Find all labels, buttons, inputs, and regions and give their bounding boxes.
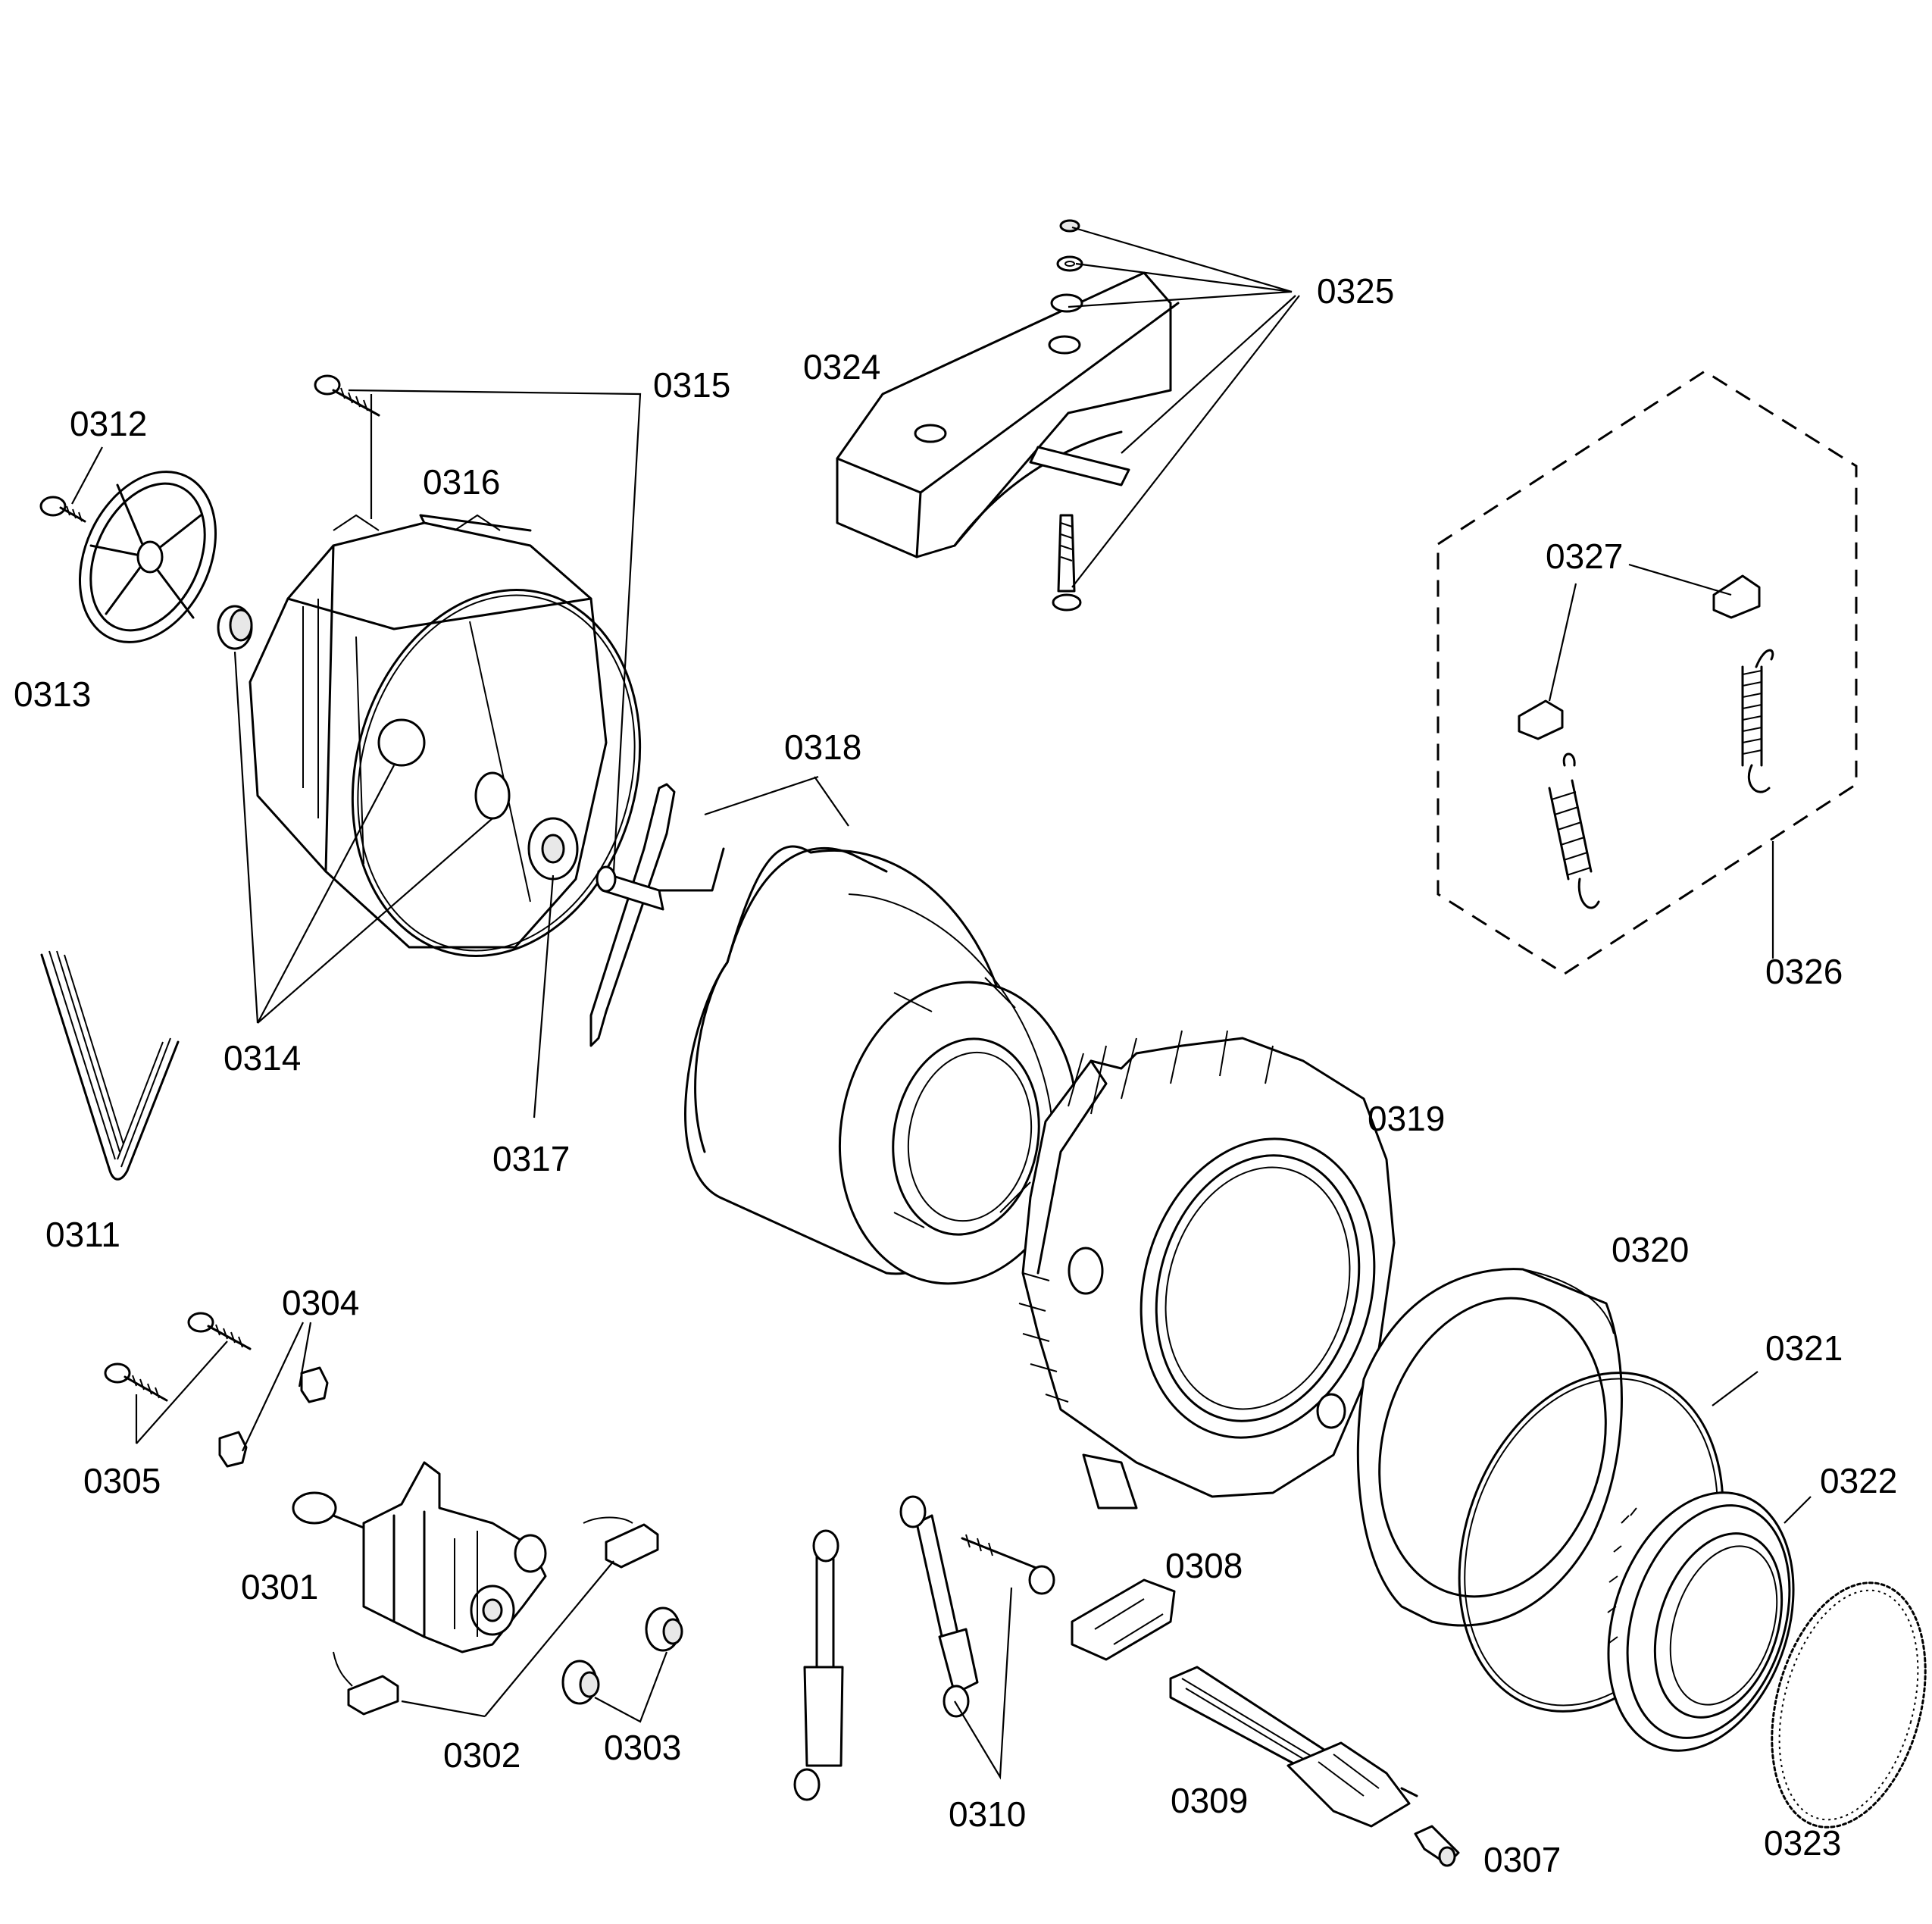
part-0324-counterweight — [836, 271, 1180, 558]
label-0323: 0323 — [1764, 1823, 1841, 1863]
label-0304: 0304 — [282, 1283, 359, 1322]
part-0305-screws — [104, 1312, 252, 1402]
part-0302-carbon-brushes — [333, 1516, 659, 1716]
label-0315: 0315 — [653, 365, 730, 405]
part-0309-heater — [1169, 1666, 1418, 1828]
part-0320-front-ring — [1356, 1268, 1623, 1627]
label-0302: 0302 — [443, 1735, 521, 1775]
part-0307-sensor — [1414, 1825, 1460, 1867]
label-0326: 0326 — [1765, 952, 1843, 991]
label-0314: 0314 — [224, 1038, 301, 1078]
label-0310: 0310 — [949, 1794, 1026, 1834]
label-0309: 0309 — [1171, 1781, 1248, 1820]
part-0301-motor — [292, 1461, 547, 1653]
part-0322-door-bellow — [1607, 1491, 1795, 1752]
part-0326-spring-kit — [1436, 370, 1858, 975]
part-0308-bracket — [1071, 1578, 1176, 1661]
label-0303: 0303 — [604, 1728, 681, 1767]
label-0324: 0324 — [803, 347, 880, 386]
label-0319: 0319 — [1368, 1099, 1445, 1138]
part-0315-screw — [314, 374, 380, 417]
label-0316: 0316 — [423, 462, 500, 502]
part-0303-bushings — [561, 1606, 683, 1705]
label-0320: 0320 — [1612, 1230, 1689, 1269]
label-0305: 0305 — [83, 1461, 161, 1500]
label-0311: 0311 — [45, 1215, 120, 1254]
part-0319-front-tub — [1018, 1030, 1396, 1509]
part-0318-spider-shaft — [589, 783, 725, 1047]
label-0301: 0301 — [241, 1567, 318, 1606]
part-0313-pulley — [79, 471, 217, 643]
label-0312: 0312 — [70, 404, 147, 443]
label-0325: 0325 — [1317, 271, 1394, 311]
part-0314-bearing-small — [217, 605, 253, 650]
part-0304-plugs — [218, 1366, 329, 1468]
label-0327: 0327 — [1546, 537, 1623, 576]
part-0316-rear-tub — [249, 514, 608, 949]
part-0323-clamp-ring — [1771, 1581, 1927, 1829]
leader-lines — [71, 226, 1812, 1780]
part-0312-screw — [39, 496, 86, 523]
label-0317: 0317 — [492, 1139, 570, 1178]
part-0318-drum — [684, 845, 1079, 1285]
label-0308: 0308 — [1165, 1546, 1243, 1585]
part-labels: 0325 0324 0315 0312 0316 0313 0327 0318 … — [14, 271, 1897, 1879]
part-0311-belt — [40, 950, 180, 1181]
label-0313: 0313 — [14, 674, 91, 714]
label-0322: 0322 — [1820, 1461, 1897, 1500]
part-0310-shock-absorbers — [793, 1495, 1055, 1801]
label-0321: 0321 — [1765, 1328, 1843, 1368]
label-0307: 0307 — [1483, 1840, 1561, 1879]
label-0318: 0318 — [784, 727, 861, 767]
